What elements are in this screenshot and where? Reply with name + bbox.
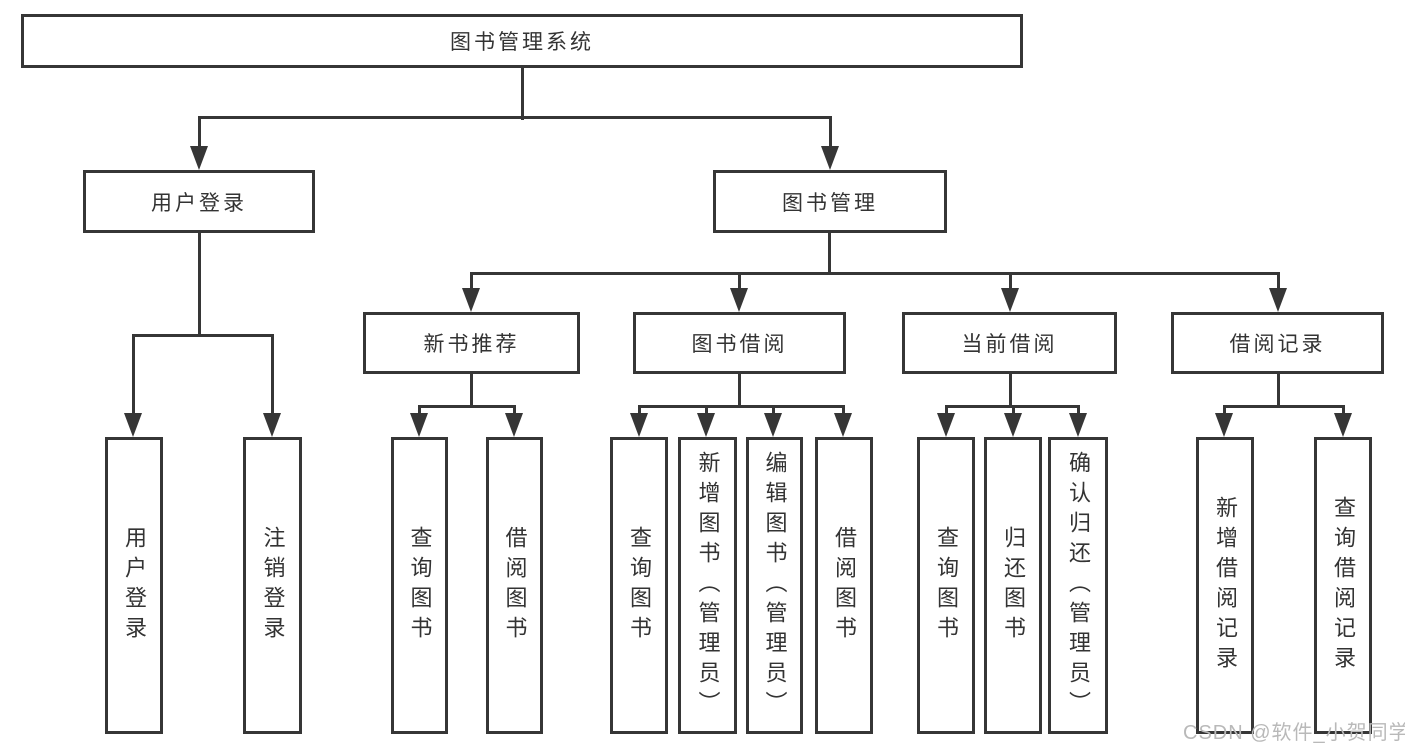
connector-line <box>198 116 831 119</box>
arrowhead <box>1334 413 1352 437</box>
node-user-login: 用户登录 <box>83 170 315 233</box>
node-book-management: 图书管理 <box>713 170 947 233</box>
leaf-borrow-edit-books-admin: 编辑图书（管理员） <box>746 437 803 734</box>
connector-line <box>1223 405 1226 417</box>
connector-line <box>638 405 844 408</box>
connector-line <box>705 405 708 417</box>
connector-line <box>1342 405 1345 417</box>
connector-line <box>521 68 524 120</box>
connector-line <box>1277 272 1280 292</box>
connector-line <box>1223 405 1344 408</box>
arrowhead <box>937 413 955 437</box>
leaf-newbook-borrow-books: 借阅图书 <box>486 437 543 734</box>
leaf-newbook-query-books: 查询图书 <box>391 437 448 734</box>
arrowhead <box>1215 413 1233 437</box>
connector-line <box>513 405 516 417</box>
arrowhead <box>263 413 281 437</box>
connector-line <box>198 233 201 337</box>
connector-line <box>829 116 832 148</box>
connector-line <box>1012 405 1015 417</box>
arrowhead <box>505 413 523 437</box>
connector-line <box>198 116 201 148</box>
node-library-system: 图书管理系统 <box>21 14 1023 68</box>
arrowhead <box>124 413 142 437</box>
leaf-current-return-books: 归还图书 <box>984 437 1042 734</box>
node-new-book-recommend: 新书推荐 <box>363 312 580 374</box>
leaf-borrow-add-books-admin: 新增图书（管理员） <box>678 437 737 734</box>
connector-line <box>842 405 845 417</box>
arrowhead <box>190 146 208 170</box>
connector-line <box>132 334 135 416</box>
arrowhead <box>462 288 480 312</box>
arrowhead <box>697 413 715 437</box>
connector-line <box>418 405 516 408</box>
connector-line <box>470 374 473 408</box>
leaf-borrow-borrow-books: 借阅图书 <box>815 437 873 734</box>
connector-line <box>828 233 831 275</box>
connector-line <box>470 272 473 292</box>
connector-line <box>470 272 1279 275</box>
connector-line <box>638 405 641 417</box>
csdn-watermark: CSDN @软件_小贺同学 <box>1183 722 1405 744</box>
connector-line <box>738 374 741 408</box>
connector-line <box>1077 405 1080 417</box>
arrowhead <box>1069 413 1087 437</box>
connector-line <box>945 405 948 417</box>
arrowhead <box>410 413 428 437</box>
arrowhead <box>764 413 782 437</box>
connector-line <box>738 272 741 292</box>
arrowhead <box>834 413 852 437</box>
arrowhead <box>1001 288 1019 312</box>
connector-line <box>1009 374 1012 408</box>
arrowhead <box>1269 288 1287 312</box>
leaf-current-query-books: 查询图书 <box>917 437 975 734</box>
node-current-borrow: 当前借阅 <box>902 312 1117 374</box>
leaf-borrow-query-books: 查询图书 <box>610 437 668 734</box>
connector-line <box>1277 374 1280 408</box>
arrowhead <box>630 413 648 437</box>
arrowhead <box>821 146 839 170</box>
leaf-records-query-record: 查询借阅记录 <box>1314 437 1372 734</box>
leaf-logout: 注销登录 <box>243 437 302 734</box>
connector-line <box>271 334 274 416</box>
leaf-user-login: 用户登录 <box>105 437 163 734</box>
node-book-borrow: 图书借阅 <box>633 312 846 374</box>
node-borrow-records: 借阅记录 <box>1171 312 1384 374</box>
leaf-records-add-record: 新增借阅记录 <box>1196 437 1254 734</box>
leaf-current-confirm-return-admin: 确认归还（管理员） <box>1048 437 1108 734</box>
connector-line <box>1009 272 1012 292</box>
connector-line <box>132 334 273 337</box>
arrowhead <box>730 288 748 312</box>
arrowhead <box>1004 413 1022 437</box>
connector-line <box>418 405 421 417</box>
connector-line <box>772 405 775 417</box>
